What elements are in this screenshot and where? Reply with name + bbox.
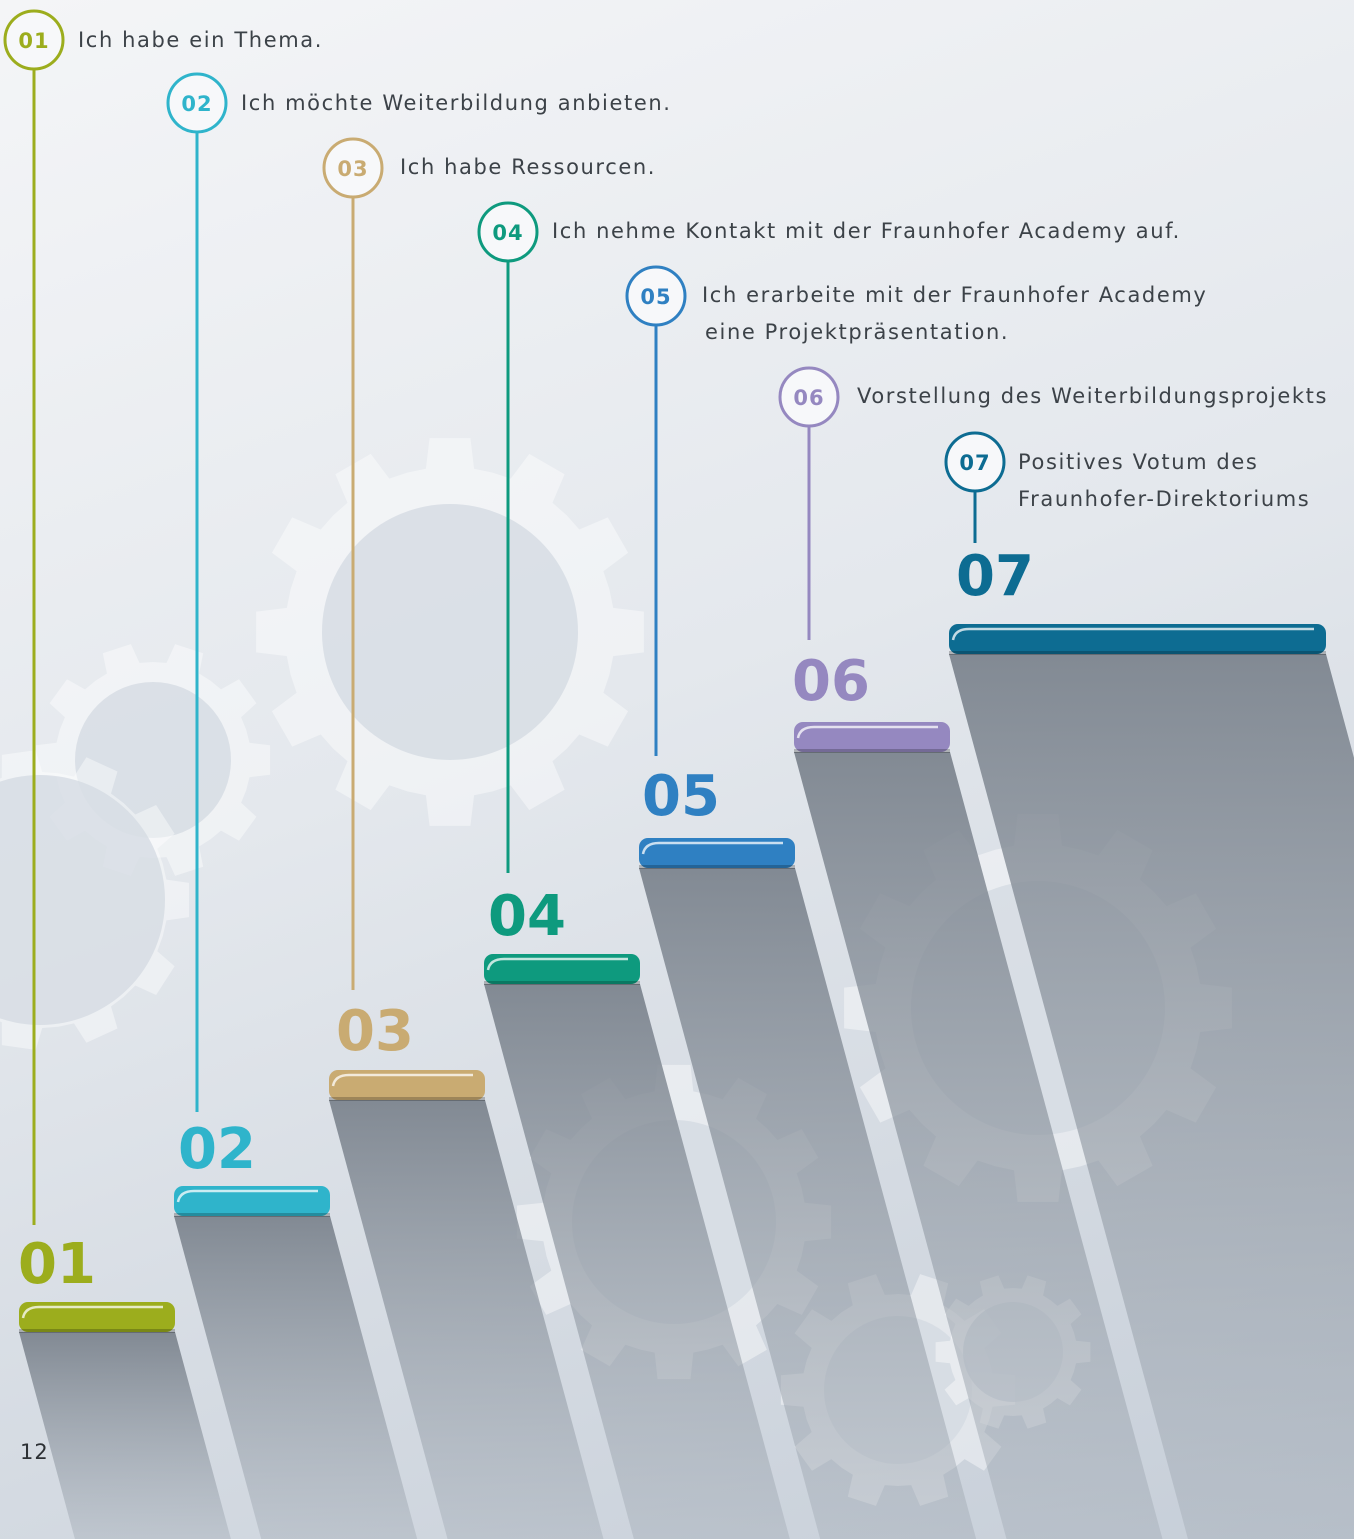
- step-marker-number: 03: [337, 157, 368, 181]
- step-bar: [949, 624, 1326, 654]
- gear-hole: [0, 775, 165, 1025]
- step-marker-circle: [944, 431, 1006, 493]
- step-number: 05: [642, 764, 720, 829]
- step-marker-number: 02: [181, 92, 212, 116]
- step-number: 04: [488, 884, 566, 949]
- step-label-line: Fraunhofer-Direktoriums: [1018, 487, 1311, 511]
- step-number: 03: [336, 999, 414, 1064]
- step-bar: [174, 1186, 330, 1216]
- step-shadow: [484, 984, 790, 1539]
- step-marker-circle: [477, 201, 539, 263]
- step-bar-edge: [19, 1329, 175, 1333]
- step-marker-number: 04: [492, 221, 523, 245]
- step-bar: [794, 722, 950, 752]
- step-bar-highlight: [486, 957, 628, 971]
- connector-lines: [32, 70, 977, 1225]
- step-bar-highlight: [641, 841, 783, 855]
- gear-hole: [75, 682, 231, 838]
- step-bar-highlight: [951, 627, 1314, 641]
- step-marker-circle: [166, 72, 228, 134]
- step-shadow: [639, 868, 977, 1539]
- step-bar-edge: [794, 749, 950, 753]
- step-bars: [19, 624, 1326, 1333]
- step-markers: 01 02 03 04 05 06 07: [3, 9, 1006, 493]
- step-bar: [484, 954, 640, 984]
- step-bar-edge: [949, 651, 1326, 655]
- step-marker-number: 05: [640, 285, 671, 309]
- step-bar: [329, 1070, 485, 1100]
- step-bar-highlight: [21, 1305, 163, 1319]
- step-label-line: Ich möchte Weiterbildung anbieten.: [241, 91, 672, 115]
- step-bar-edge: [329, 1097, 485, 1101]
- step-label-line: Vorstellung des Weiterbildungsprojekts: [857, 384, 1329, 408]
- step-label: Vorstellung des Weiterbildungsprojekts: [857, 378, 1328, 415]
- step-marker-circle: [322, 137, 384, 199]
- page-number: 12: [20, 1440, 49, 1464]
- step-label-line: Ich erarbeite mit der Fraunhofer Academy: [702, 283, 1208, 307]
- step-label: Ich habe ein Thema.: [78, 22, 323, 59]
- step-shadow: [794, 752, 1163, 1539]
- step-shadow: [329, 1100, 604, 1539]
- step-bar-highlight: [176, 1189, 318, 1203]
- step-shadow: [949, 654, 1354, 1539]
- step-marker-circle: [625, 265, 687, 327]
- step-label: Ich nehme Kontakt mit der Fraunhofer Aca…: [552, 213, 1181, 250]
- step-label-line: Positives Votum des: [1018, 450, 1259, 474]
- step-number: 02: [178, 1117, 256, 1182]
- step-bar: [19, 1302, 175, 1332]
- step-marker-number: 06: [793, 386, 824, 410]
- step-numbers: 01 02 03 04 05 06 07: [18, 544, 1034, 1297]
- step-marker-number: 01: [18, 29, 49, 53]
- step-label-line: Ich habe ein Thema.: [78, 28, 324, 52]
- step-bar-edge: [639, 865, 795, 869]
- step-bar-edge: [484, 981, 640, 985]
- step-number: 01: [18, 1232, 96, 1297]
- step-bar-highlight: [331, 1073, 473, 1087]
- step-bar-highlight: [796, 725, 938, 739]
- step-marker-number: 07: [959, 451, 990, 475]
- step-shadows: [19, 654, 1354, 1539]
- step-number: 06: [792, 649, 870, 714]
- step-label: Ich möchte Weiterbildung anbieten.: [241, 85, 672, 122]
- step-marker-circle: [778, 366, 840, 428]
- step-label-line: Ich nehme Kontakt mit der Fraunhofer Aca…: [552, 219, 1181, 243]
- step-label: Ich habe Ressourcen.: [400, 149, 656, 186]
- step-label-line: eine Projektpräsentation.: [705, 320, 1010, 344]
- step-label: Ich erarbeite mit der Fraunhofer Academy…: [702, 277, 1207, 351]
- step-bar: [639, 838, 795, 868]
- step-marker-circle: [3, 9, 65, 71]
- step-shadow: [19, 1332, 231, 1539]
- step-number: 07: [956, 544, 1034, 609]
- step-bar-edge: [174, 1213, 330, 1217]
- gear-hole: [322, 504, 578, 760]
- step-shadow: [174, 1216, 418, 1539]
- step-label-line: Ich habe Ressourcen.: [400, 155, 657, 179]
